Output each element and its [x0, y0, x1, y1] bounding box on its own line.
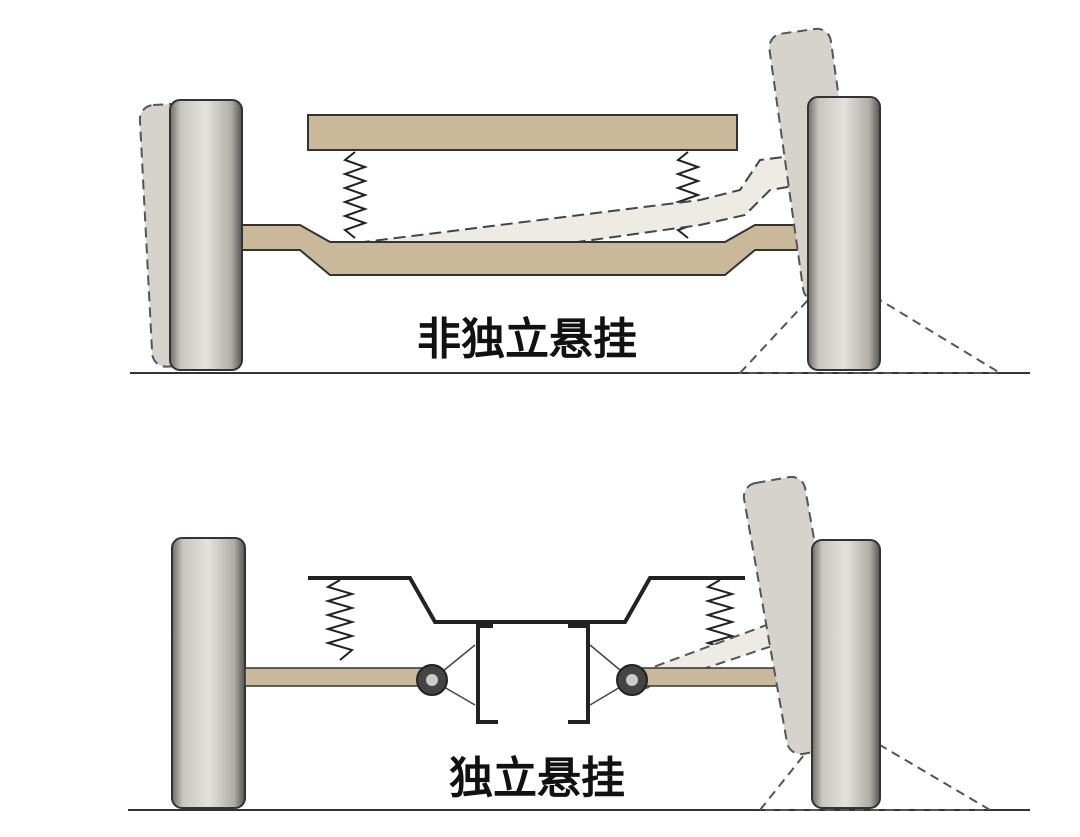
right-tire: [807, 96, 881, 371]
right-spring: [704, 579, 736, 661]
vehicle-body: [308, 576, 745, 624]
independent-suspension: [128, 475, 1030, 811]
non-independent-suspension: [130, 27, 1030, 374]
left-tire: [171, 537, 246, 809]
left-control-arm: [244, 667, 433, 687]
subframe-left: [476, 624, 498, 724]
frame-bar: [307, 114, 738, 151]
independent-suspension-label: 独立悬挂: [449, 753, 625, 804]
left-spring: [341, 151, 369, 239]
left-spring: [324, 579, 356, 661]
subframe-right: [568, 624, 590, 724]
non-independent-suspension-label: 非独立悬挂: [417, 314, 637, 365]
left-tire: [169, 99, 243, 371]
right-tire: [811, 539, 881, 809]
